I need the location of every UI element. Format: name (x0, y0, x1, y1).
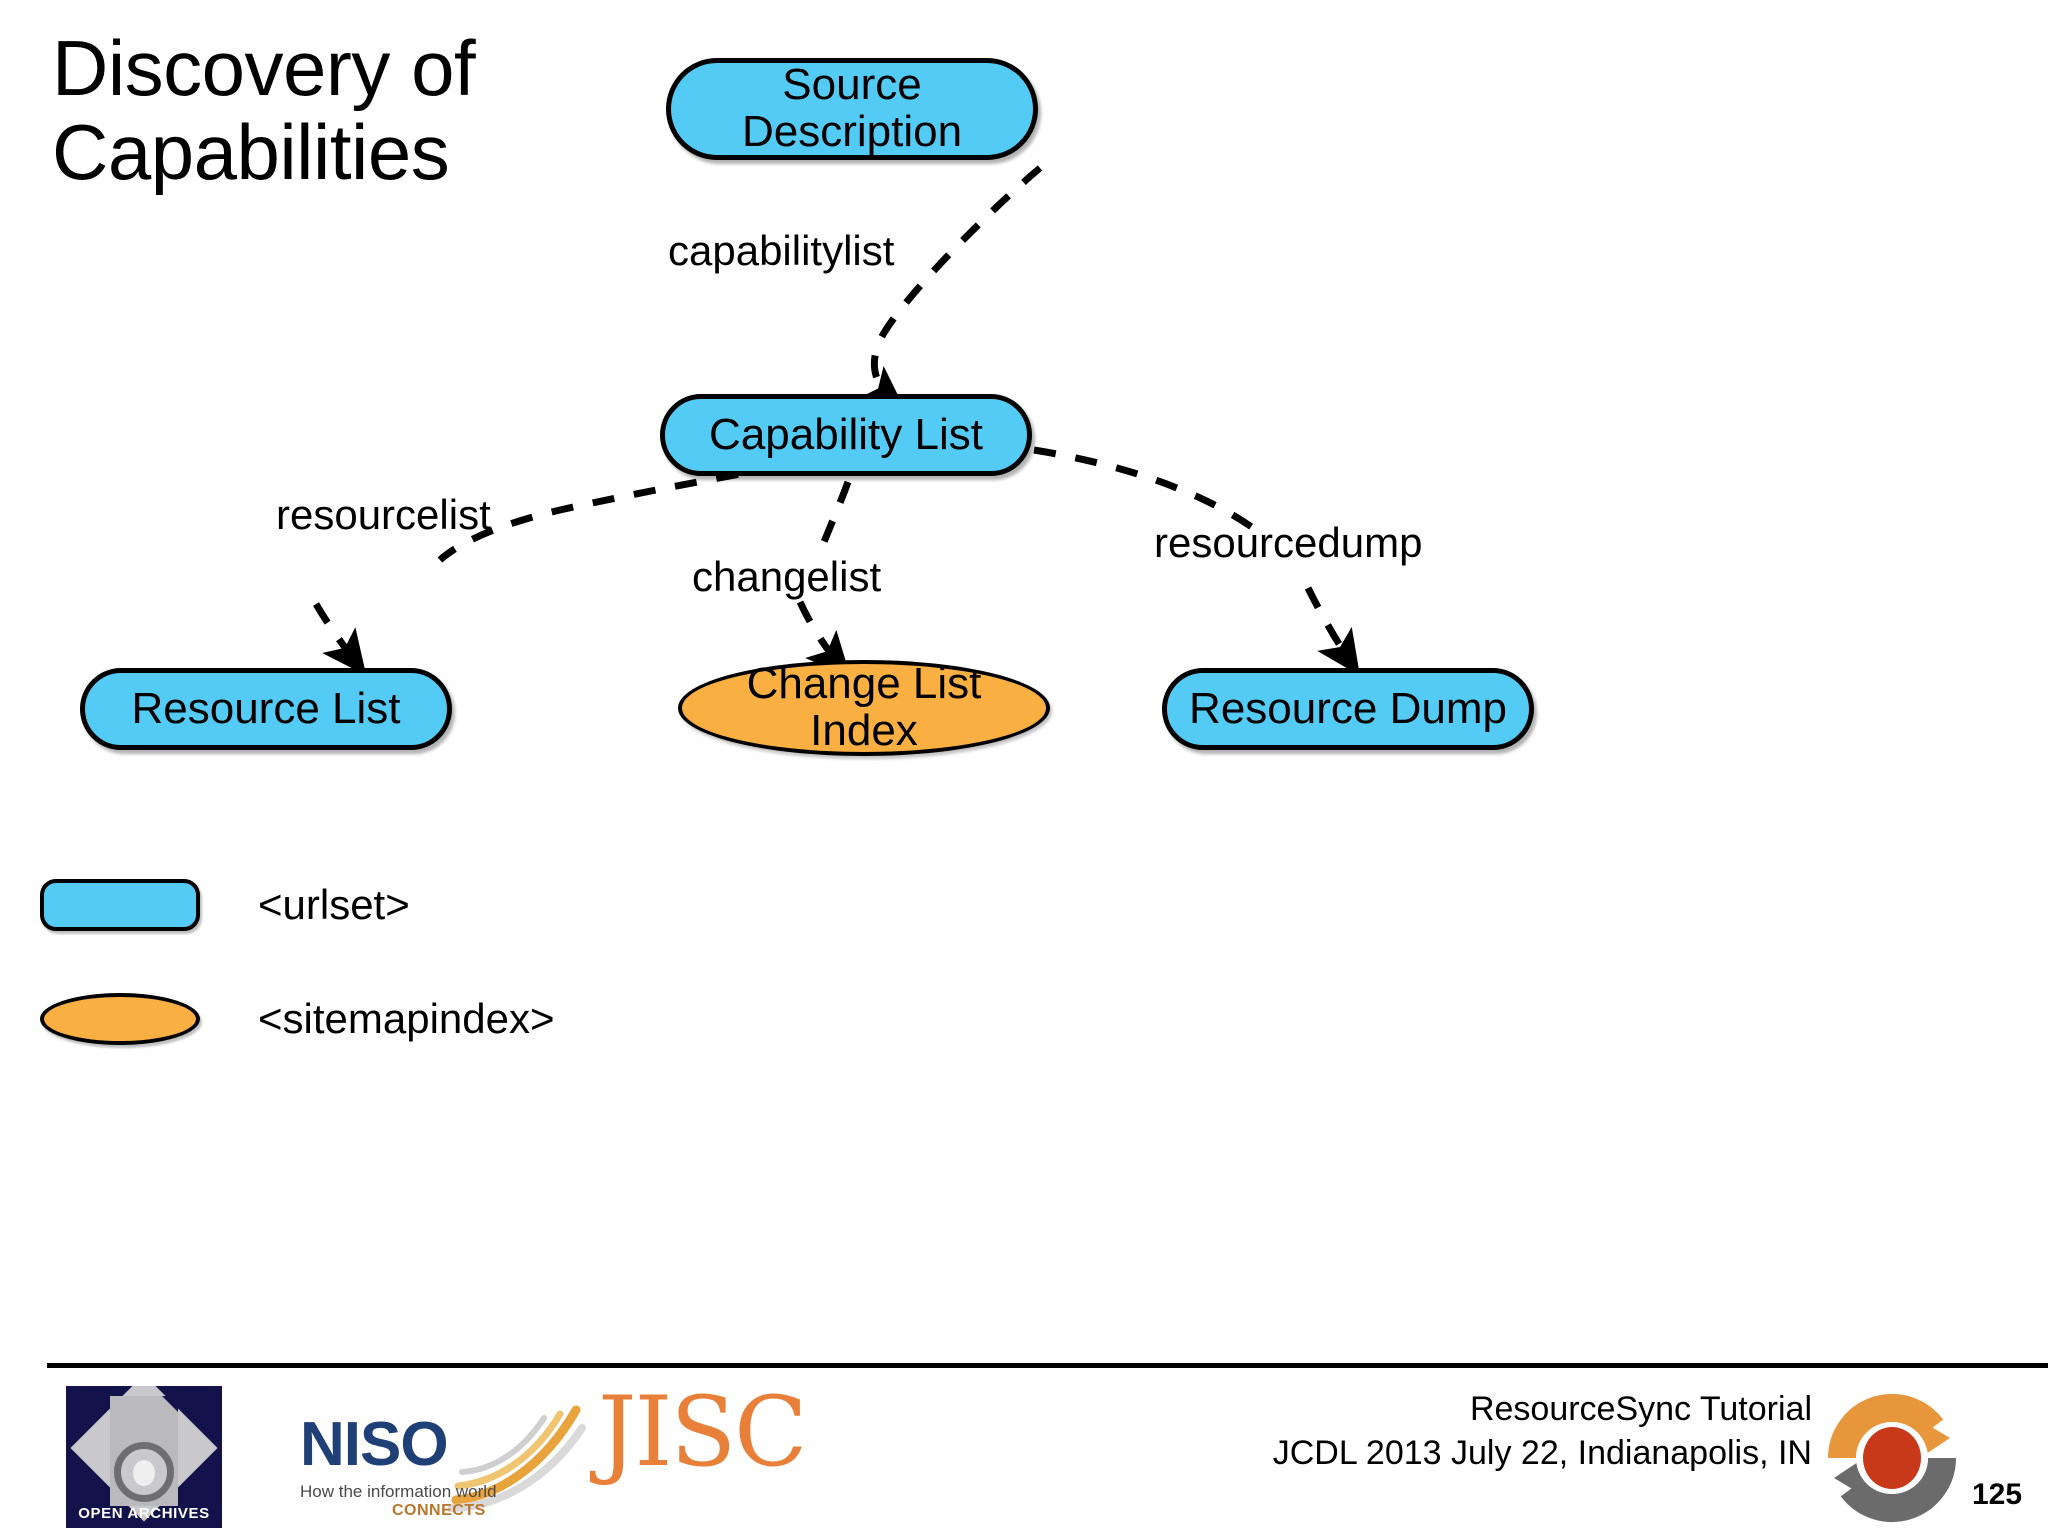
open-archives-caption: OPEN ARCHIVES (78, 1505, 210, 1522)
legend: <urlset> <sitemapindex> (36, 864, 555, 1092)
legend-label-sitemapindex: <sitemapindex> (258, 995, 555, 1042)
edge-resourcelist-tail (312, 602, 367, 676)
node-change-list-index[interactable]: Change List Index (678, 660, 1050, 756)
edge-label-changelist: changelist (692, 553, 882, 600)
edge-capabilitylist (857, 165, 1043, 411)
resourcesync-cycle-icon (1828, 1394, 1956, 1522)
niso-tagline-line2: CONNECTS (392, 1502, 486, 1519)
edge-label-resourcelist: resourcelist (276, 491, 491, 538)
legend-label-urlset: <urlset> (258, 881, 410, 928)
legend-item-urlset: <urlset> (36, 864, 555, 946)
footer-divider (47, 1363, 2048, 1368)
page-title: Discovery of Capabilities (52, 24, 476, 197)
node-capability-list[interactable]: Capability List (660, 394, 1032, 476)
legend-item-sitemapindex: <sitemapindex> (36, 978, 555, 1060)
niso-logo-icon: NISO How the information world CONNECTS (300, 1404, 586, 1522)
footer-event-text: ResourceSync Tutorial JCDL 2013 July 22,… (1272, 1390, 1812, 1472)
node-source-description[interactable]: Source Description (666, 58, 1038, 160)
legend-swatch-sitemapindex-icon (40, 993, 200, 1045)
niso-tagline-line1: How the information world (300, 1482, 497, 1501)
node-resource-list[interactable]: Resource List (80, 668, 452, 750)
edge-label-resourcedump: resourcedump (1154, 519, 1423, 566)
page-number: 125 (1972, 1478, 2023, 1511)
edge-label-capabilitylist: capabilitylist (668, 227, 895, 274)
legend-swatch-urlset-icon (40, 879, 200, 931)
niso-wordmark: NISO (300, 1410, 449, 1479)
jisc-wordmark: JISC (598, 1376, 808, 1488)
edge-resourcedump-tail (1304, 586, 1360, 676)
node-resource-dump[interactable]: Resource Dump (1162, 668, 1534, 750)
edge-resourcedump (1033, 446, 1259, 533)
edge-changelist (820, 480, 852, 544)
open-archives-logo-icon: OPEN ARCHIVES (66, 1386, 222, 1528)
open-archives-dot-shape (133, 1460, 155, 1486)
footer: OPEN ARCHIVES NISO How the information w… (0, 1368, 2048, 1536)
niso-swoosh-icon (448, 1405, 586, 1512)
